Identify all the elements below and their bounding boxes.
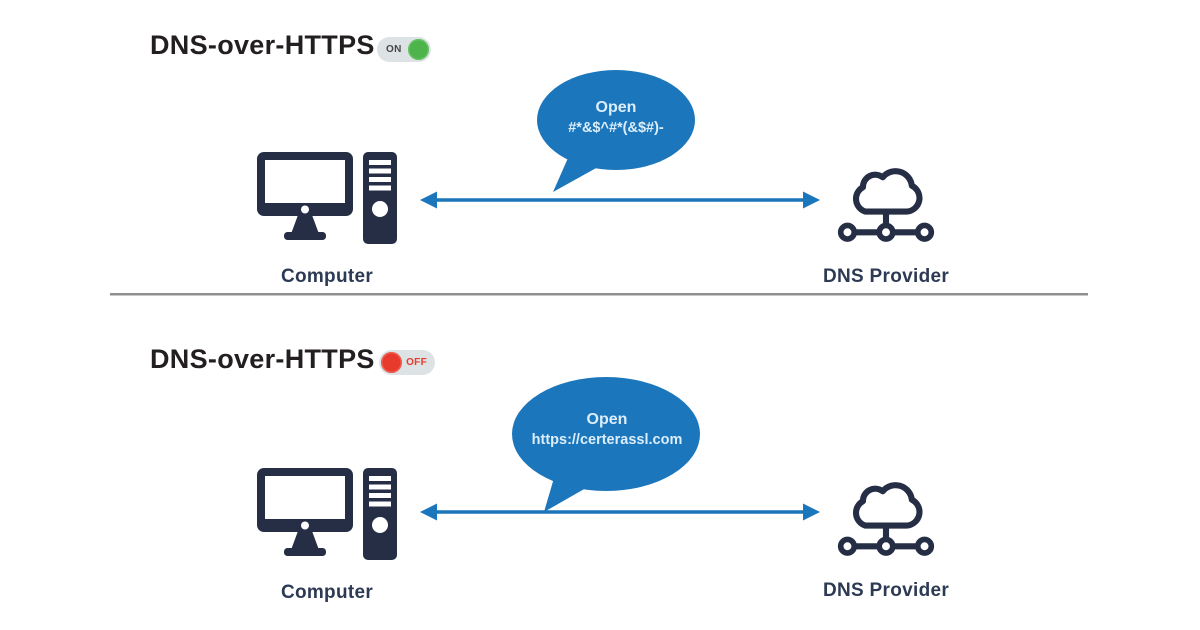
toggle-on-label: ON [386,44,402,55]
speech-bubble-garbled-text: Open #*&$^#*(&$#)- [528,97,704,139]
doh-off-toggle[interactable]: OFF [379,350,435,375]
cloud-network-icon [833,472,939,566]
toggle-off-knob [381,352,402,373]
bubble-line-open: Open [595,99,637,116]
bubble-line-open: Open [586,411,628,428]
dns-provider-label: DNS Provider [822,266,950,287]
computer-label: Computer [280,582,374,603]
dns-provider-node: DNS Provider [818,472,954,602]
computer-node: Computer [254,468,400,604]
desktop-computer-icon [257,152,397,252]
bidirectional-arrow [420,501,820,523]
section-title-on: DNS-over-HTTPS [150,30,375,60]
toggle-on-knob [408,39,429,60]
bubble-line-plain-url: https://certerassl.com [531,432,683,448]
speech-bubble-plaintext [512,377,700,512]
bubble-line-encrypted-url: #*&$^#*(&$#)- [568,120,664,136]
bidirectional-arrow [420,189,820,211]
cloud-network-icon [833,158,939,252]
section-title-off: DNS-over-HTTPS [150,344,375,374]
speech-bubble-garbled [537,70,695,192]
doh-on-toggle[interactable]: ON [377,37,431,62]
toggle-off-label: OFF [406,357,427,368]
speech-bubble-plaintext-text: Open https://certerassl.com [506,409,708,451]
computer-node: Computer [254,152,400,288]
dns-provider-label: DNS Provider [822,580,950,601]
desktop-computer-icon [257,468,397,568]
computer-label: Computer [280,266,374,287]
dns-provider-node: DNS Provider [818,158,954,288]
section-divider [110,293,1088,296]
